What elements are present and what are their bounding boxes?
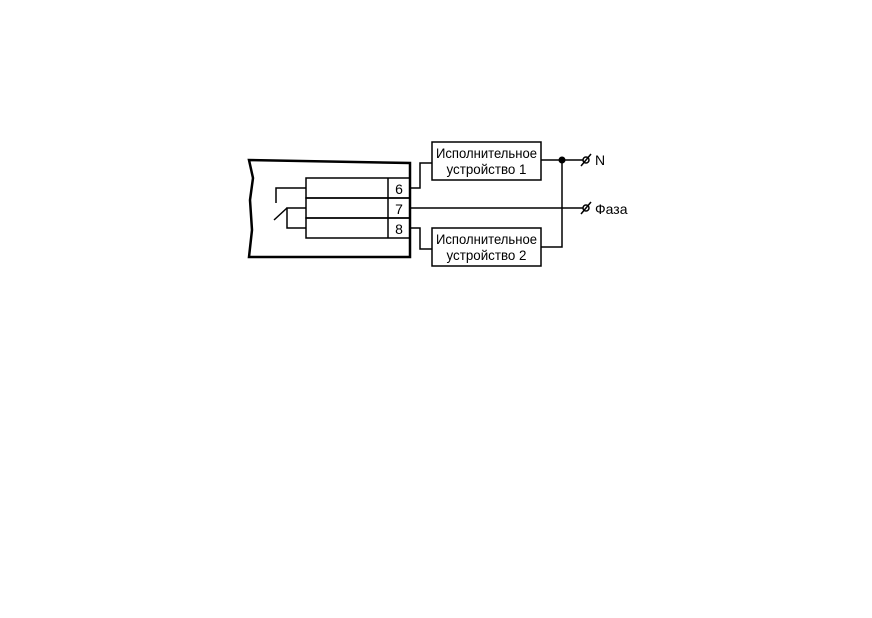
- actuator-device-1: Исполнительное устройство 1: [431, 141, 542, 181]
- device-1-line-1: Исполнительное: [436, 145, 537, 161]
- neutral-label: N: [595, 152, 605, 168]
- controller-housing: [247, 158, 412, 259]
- terminal-label-8: 8: [395, 221, 403, 237]
- neutral-terminal-icon: [580, 153, 592, 167]
- phase-terminal-icon: [580, 201, 592, 215]
- actuator-device-2: Исполнительное устройство 2: [431, 227, 542, 267]
- phase-label: Фаза: [595, 201, 628, 217]
- device-2-line-2: устройство 2: [447, 247, 527, 263]
- terminal-label-6: 6: [395, 181, 403, 197]
- wire-terminal-6: [410, 162, 432, 189]
- junction-dot: [558, 156, 566, 164]
- wire-terminal-8: [410, 227, 432, 250]
- relay-contact: [273, 187, 306, 229]
- device-2-line-1: Исполнительное: [436, 231, 537, 247]
- terminal-label-7: 7: [395, 201, 403, 217]
- device-1-line-2: устройство 1: [447, 161, 527, 177]
- wire-device2-neutral: [541, 160, 563, 248]
